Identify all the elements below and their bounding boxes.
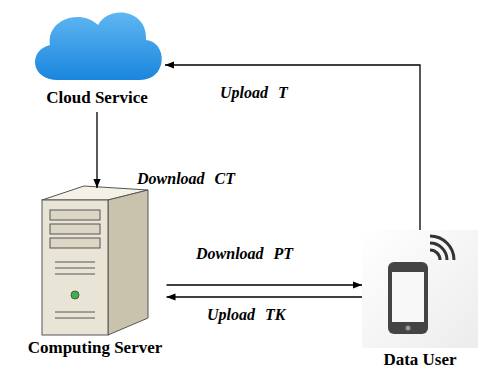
cloud-icon [35,13,162,80]
arrow-connector [167,296,363,297]
edge-label: Download CT [137,170,235,188]
arrow-connector [167,284,363,285]
edge-label: Download PT [196,245,293,263]
node-label: Data User [383,350,456,370]
arrow-connector [96,112,97,188]
node-label: Computing Server [28,338,163,358]
edge-label: Upload T [220,84,288,102]
server-node: Computing Server [24,188,167,362]
edge-label: Upload TK [207,306,285,324]
cloud-service-node: Cloud Service [29,2,165,112]
node-label: Cloud Service [46,88,148,108]
user-node: Data User [362,230,478,374]
server-icon [42,186,148,335]
phone-icon [362,230,478,348]
arrow-connector [165,65,420,230]
